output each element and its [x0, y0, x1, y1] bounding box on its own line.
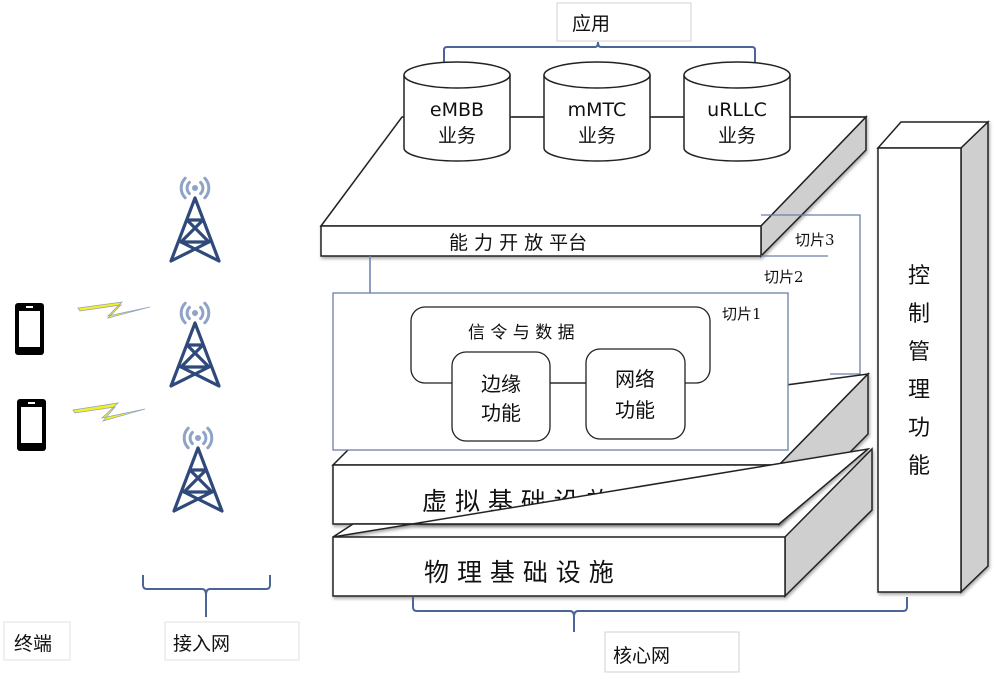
signal-wave — [179, 176, 187, 200]
terminal-label: 终端 — [14, 633, 52, 655]
access-network-towers — [169, 176, 224, 513]
slice-2[interactable]: 切片2 — [369, 255, 828, 293]
service-suffix: 业务 — [438, 125, 476, 147]
slice-3[interactable]: 切片3 — [761, 214, 861, 375]
application-brace — [443, 41, 756, 62]
signal-wave — [185, 180, 191, 196]
cylinder-top — [403, 61, 511, 89]
signal-dot — [192, 185, 198, 191]
control-label-char: 控 — [908, 264, 930, 289]
signal-wave — [182, 426, 190, 450]
platform-front-face — [320, 225, 762, 257]
network-function-box[interactable] — [585, 348, 686, 440]
physical-top-face — [332, 447, 871, 538]
cell-tower-icon[interactable] — [169, 301, 221, 388]
signal-wave — [199, 305, 205, 321]
signal-wave — [206, 426, 214, 450]
slice-1[interactable]: 切片1 信 令 与 数 据 边缘 功能 网络 功能 — [332, 292, 789, 451]
application-label: 应用 — [572, 13, 610, 35]
network-function-line1: 网络 — [615, 367, 655, 391]
control-label-char: 制 — [908, 302, 930, 327]
core-network-label: 核心网 — [613, 645, 670, 667]
control-label-char: 理 — [908, 378, 930, 403]
signaling-data-label: 信 令 与 数 据 — [468, 323, 575, 343]
signal-wave — [188, 430, 194, 446]
cylinder-top — [683, 61, 791, 89]
signal-wave — [185, 305, 191, 321]
control-front-face — [877, 147, 962, 593]
slice-1-label: 切片1 — [722, 305, 762, 323]
slice-3-label: 切片3 — [795, 231, 835, 249]
control-side-face — [960, 120, 989, 594]
application-label-box — [556, 2, 692, 42]
phone-speaker — [28, 402, 35, 404]
service-suffix: 业务 — [578, 125, 616, 147]
tower-lattice — [169, 321, 221, 388]
terminal-label-box — [3, 621, 71, 661]
tower-lattice — [172, 446, 224, 513]
signal-wave — [203, 301, 211, 325]
cell-tower-icon[interactable] — [172, 426, 224, 513]
network-function-line2: 功能 — [615, 398, 655, 422]
physical-infrastructure-label: 物 理 基 础 设 施 — [424, 558, 614, 587]
access-network-label: 接入网 — [173, 633, 230, 655]
signal-dot — [192, 310, 198, 316]
service-cylinders: eMBB 业务 mMTC 业务 uRLLC 业务 — [403, 61, 791, 162]
wireless-link-icon — [72, 402, 146, 422]
edge-function-box[interactable] — [451, 351, 551, 442]
access-label-box — [164, 621, 300, 661]
cylinder-body — [543, 75, 651, 162]
core-network-brace — [412, 597, 908, 618]
service-cylinder-mmtc[interactable]: mMTC 业务 — [543, 61, 651, 162]
core-network-label-box — [604, 631, 740, 673]
cylinder-top — [543, 61, 651, 89]
service-name: uRLLC — [707, 99, 767, 121]
platform-label: 能 力 开 放 平台 — [449, 232, 587, 254]
tower-lattice — [169, 196, 221, 263]
phone-speaker — [26, 306, 33, 308]
control-label-char: 能 — [908, 454, 930, 479]
signal-wave — [203, 176, 211, 200]
wireless-link-icon — [77, 301, 151, 319]
slice-2-label: 切片2 — [764, 268, 804, 286]
application-group: 应用 — [443, 2, 756, 62]
service-name: mMTC — [568, 99, 627, 121]
service-suffix: 业务 — [718, 125, 756, 147]
service-cylinder-embb[interactable]: eMBB 业务 — [403, 61, 511, 162]
access-network-brace — [142, 575, 271, 596]
signal-wave — [199, 180, 205, 196]
phone-screen — [21, 407, 42, 443]
slice-3-frame — [761, 214, 861, 375]
terminal-phone[interactable] — [17, 399, 46, 451]
service-name: eMBB — [430, 99, 484, 121]
signal-wave — [202, 430, 208, 446]
control-label-char: 功 — [908, 416, 930, 441]
physical-front-face — [332, 536, 786, 597]
control-management-column — [876, 120, 990, 594]
terminal-phone[interactable] — [15, 303, 44, 355]
edge-function-line1: 边缘 — [481, 372, 521, 396]
signal-dot — [195, 435, 201, 441]
signal-wave — [179, 301, 187, 325]
cell-tower-icon[interactable] — [169, 176, 221, 263]
service-cylinder-urllc[interactable]: uRLLC 业务 — [683, 61, 791, 162]
phone-screen — [19, 311, 40, 347]
edge-function-line2: 功能 — [481, 401, 521, 425]
physical-infrastructure-layer — [332, 447, 873, 598]
cylinder-body — [683, 75, 791, 162]
control-label-char: 管 — [908, 340, 930, 365]
cylinder-body — [403, 75, 511, 162]
